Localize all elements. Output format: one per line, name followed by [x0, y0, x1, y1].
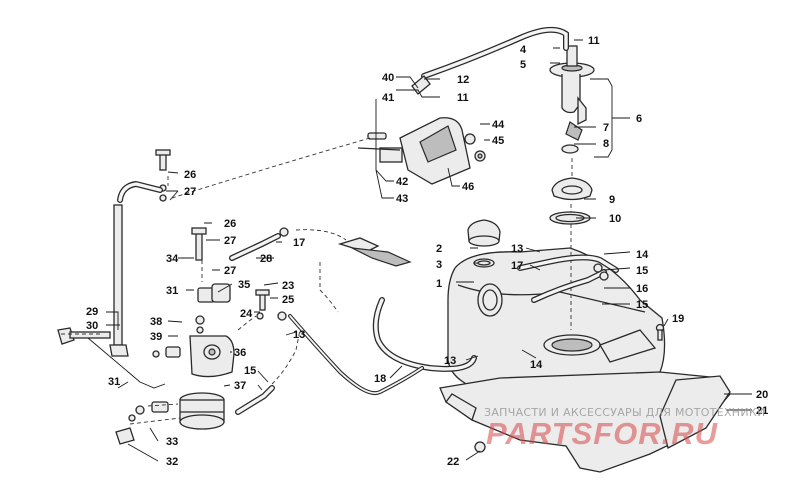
callout-30: 30 — [86, 320, 98, 332]
watermark-subtitle: ЗАПЧАСТИ И АКСЕССУАРЫ ДЛЯ МОТОТЕХНИКИ — [484, 406, 766, 419]
fuel-tank — [447, 247, 666, 400]
callout-15c: 15 — [244, 365, 256, 377]
callout-4: 4 — [520, 44, 527, 56]
callout-45: 45 — [492, 135, 504, 147]
callout-14b: 14 — [530, 359, 543, 371]
callout-21: 21 — [756, 405, 768, 417]
callout-27c: 27 — [224, 265, 236, 277]
callout-35: 35 — [238, 279, 250, 291]
callout-43: 43 — [396, 193, 408, 205]
callout-39: 39 — [150, 331, 162, 343]
callout-12: 12 — [457, 74, 469, 86]
callout-42: 42 — [396, 176, 408, 188]
fuel-filter-bracket — [357, 117, 486, 185]
callout-18: 18 — [374, 373, 386, 385]
callout-32: 32 — [166, 456, 178, 468]
callout-27a: 27 — [184, 186, 196, 198]
callout-22: 22 — [447, 456, 459, 468]
leader-lines — [87, 39, 752, 462]
callout-34: 34 — [166, 253, 179, 265]
callout-38: 38 — [150, 316, 162, 328]
callout-24: 24 — [240, 308, 253, 320]
watermark-logo: PARTSFOR.RU — [486, 416, 719, 451]
callout-15a: 15 — [636, 265, 648, 277]
callout-44: 44 — [492, 119, 505, 131]
callout-7: 7 — [603, 122, 609, 134]
fuel-pump-left — [179, 335, 235, 430]
callout-13a: 13 — [511, 243, 523, 255]
callout-17b: 17 — [293, 237, 305, 249]
callout-11b: 11 — [457, 92, 469, 104]
callout-23: 23 — [282, 280, 294, 292]
callout-19: 19 — [672, 313, 684, 325]
callout-2: 2 — [436, 243, 442, 255]
fittings-left — [152, 149, 231, 358]
callout-3: 3 — [436, 259, 442, 271]
callout-46: 46 — [462, 181, 474, 193]
callout-16: 16 — [636, 283, 648, 295]
callout-26a: 26 — [184, 169, 196, 181]
callout-29: 29 — [86, 306, 98, 318]
callout-26b: 26 — [224, 218, 236, 230]
callout-9: 9 — [609, 194, 615, 206]
callout-37: 37 — [234, 380, 246, 392]
fuel-pump-assembly — [549, 45, 595, 330]
callout-14a: 14 — [636, 249, 649, 261]
callout-40: 40 — [382, 72, 394, 84]
skid-plate — [439, 371, 731, 473]
callout-6: 6 — [636, 113, 642, 125]
callout-41: 41 — [382, 92, 394, 104]
callout-15b: 15 — [636, 299, 648, 311]
callout-8: 8 — [603, 138, 609, 150]
callout-28: 28 — [260, 253, 272, 265]
callout-10: 10 — [609, 213, 621, 225]
callout-27b: 27 — [224, 235, 236, 247]
callout-1: 1 — [436, 278, 442, 290]
callout-17a: 17 — [511, 260, 523, 272]
callout-13c: 13 — [444, 355, 456, 367]
callout-33: 33 — [166, 436, 178, 448]
callout-31b: 31 — [166, 285, 178, 297]
callout-11a: 11 — [588, 35, 600, 47]
callout-31a: 31 — [108, 376, 120, 388]
callout-5: 5 — [520, 59, 526, 71]
callout-20: 20 — [756, 389, 768, 401]
filler-cap — [467, 219, 501, 268]
callout-13b: 13 — [293, 329, 305, 341]
callout-numbers: 1 2 3 4 5 6 7 8 9 10 11 11 12 13 13 13 1… — [86, 35, 768, 468]
callout-25: 25 — [282, 294, 294, 306]
callout-36: 36 — [234, 347, 246, 359]
